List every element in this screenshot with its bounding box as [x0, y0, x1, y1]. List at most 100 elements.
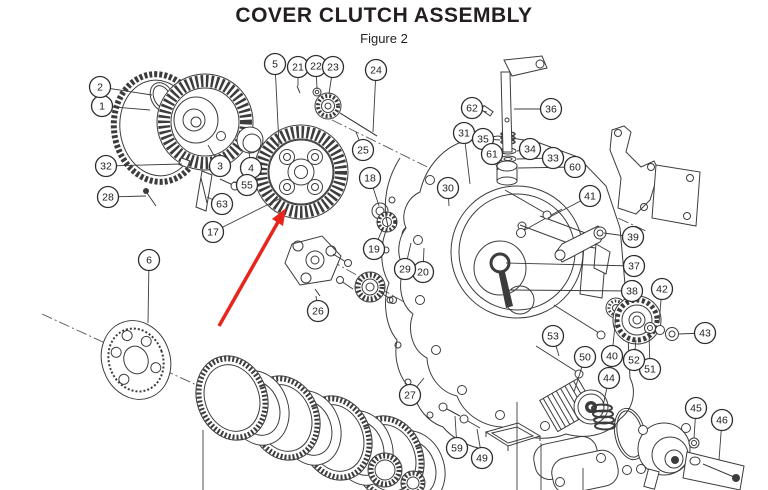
callout-number-33: 33 — [547, 153, 559, 165]
callout-number-43: 43 — [699, 328, 711, 340]
callout-62 — [460, 96, 484, 120]
callout-28 — [96, 185, 120, 209]
callout-63 — [210, 192, 234, 216]
callout-32 — [94, 154, 118, 178]
callout-34 — [518, 137, 542, 161]
callout-59 — [445, 436, 469, 460]
callout-number-41: 41 — [584, 191, 596, 203]
callout-number-27: 27 — [404, 390, 416, 402]
callout-number-30: 30 — [442, 183, 454, 195]
callout-number-44: 44 — [603, 373, 615, 385]
water-pump-drawing — [613, 407, 745, 490]
oil-filter-drawing — [539, 377, 609, 433]
callout-number-32: 32 — [100, 161, 112, 173]
callout-leader-38 — [509, 289, 633, 292]
callout-19 — [362, 237, 386, 261]
callout-number-31: 31 — [458, 128, 470, 140]
callout-6 — [137, 248, 161, 272]
callout-33 — [541, 146, 565, 170]
callout-number-20: 20 — [417, 267, 429, 279]
callout-61 — [480, 142, 504, 166]
callout-26 — [306, 299, 330, 323]
callout-45 — [684, 396, 708, 420]
callout-44 — [597, 366, 621, 390]
callout-41 — [578, 184, 602, 208]
callout-number-52: 52 — [628, 355, 640, 367]
callout-53 — [541, 324, 565, 348]
callout-number-38: 38 — [626, 286, 638, 298]
callout-39 — [621, 225, 645, 249]
callout-number-61: 61 — [486, 149, 498, 161]
callout-number-24: 24 — [370, 65, 382, 77]
callout-number-19: 19 — [368, 244, 380, 256]
callout-leader-37 — [505, 262, 635, 267]
callout-5 — [263, 52, 287, 76]
crankcase-cover-drawing — [398, 131, 634, 439]
callout-3 — [208, 154, 232, 178]
callout-number-35: 35 — [477, 134, 489, 146]
red-arrow-shaft — [217, 221, 280, 327]
callout-number-49: 49 — [476, 453, 488, 465]
callout-number-39: 39 — [627, 232, 639, 244]
callout-number-29: 29 — [399, 264, 411, 276]
bracket-drawing — [609, 125, 701, 227]
clutch-center-assembly-drawing — [253, 124, 349, 220]
callout-number-22: 22 — [310, 61, 322, 73]
callout-number-62: 62 — [466, 103, 478, 115]
bottom-covers-drawing — [484, 402, 632, 490]
callout-number-53: 53 — [547, 331, 559, 343]
callout-18 — [358, 166, 382, 190]
callout-leader-5 — [274, 63, 280, 146]
callout-number-55: 55 — [241, 180, 253, 192]
clutch-housing-drawing — [110, 71, 254, 185]
callout-number-60: 60 — [569, 162, 581, 174]
callout-43 — [693, 321, 717, 345]
spring-drawing — [591, 403, 616, 431]
callout-number-23: 23 — [327, 62, 339, 74]
callout-number-25: 25 — [357, 145, 369, 157]
callout-number-1: 1 — [99, 101, 105, 113]
figure-header: COVER CLUTCH ASSEMBLY Figure 2 — [0, 4, 768, 46]
callout-number-5: 5 — [272, 59, 278, 71]
lever-drawing — [554, 225, 611, 275]
callout-40 — [600, 344, 624, 368]
cover-gasket-drawing — [381, 157, 485, 450]
callout-2 — [88, 75, 112, 99]
callout-number-6: 6 — [146, 255, 152, 267]
callout-37 — [622, 254, 646, 278]
callout-number-63: 63 — [216, 199, 228, 211]
pressure-plate-drawing — [100, 320, 172, 400]
callout-49 — [470, 446, 494, 470]
callout-25 — [351, 138, 375, 162]
callout-number-21: 21 — [292, 62, 304, 74]
small-parts-top-drawing — [296, 85, 378, 137]
callout-24 — [364, 58, 388, 82]
figure-title: COVER CLUTCH ASSEMBLY — [235, 4, 533, 27]
callout-number-4: 4 — [248, 163, 254, 175]
callout-60 — [563, 155, 587, 179]
clutch-plate-stack-drawing — [195, 355, 446, 490]
figure-label: Figure 2 — [360, 31, 408, 46]
callout-number-28: 28 — [102, 192, 114, 204]
callout-number-17: 17 — [207, 227, 219, 239]
callout-38 — [620, 279, 644, 303]
callout-46 — [710, 408, 734, 432]
callout-17 — [201, 220, 225, 244]
callout-27 — [398, 383, 422, 407]
callout-number-50: 50 — [579, 352, 591, 364]
callout-29 — [393, 257, 417, 281]
callout-number-18: 18 — [364, 173, 376, 185]
callout-number-45: 45 — [690, 403, 702, 415]
shift-shaft-drawing — [480, 55, 548, 153]
bottom-partial-gears-drawing — [367, 452, 426, 490]
callout-number-51: 51 — [644, 364, 656, 376]
callout-number-59: 59 — [451, 443, 463, 455]
callout-number-2: 2 — [97, 82, 103, 94]
callout-leader-32 — [105, 163, 183, 167]
callout-55 — [235, 173, 259, 197]
callout-number-37: 37 — [628, 261, 640, 273]
callout-50 — [573, 345, 597, 369]
callout-23 — [321, 55, 345, 79]
